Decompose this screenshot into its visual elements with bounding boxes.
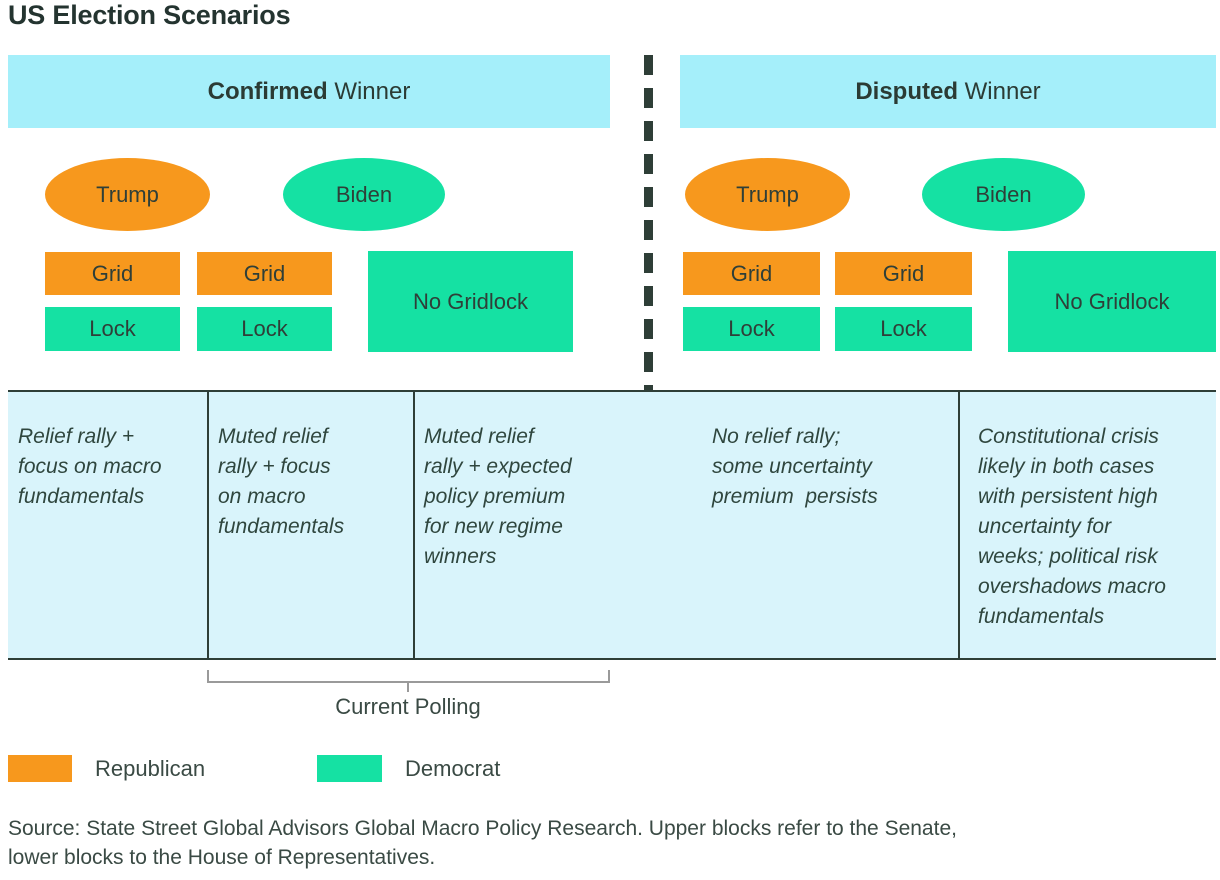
left-biden-grid-label: Grid	[243, 260, 286, 286]
confirmed-label-bold: Confirmed	[207, 77, 328, 105]
democrat-legend-label: Democrat	[405, 756, 501, 781]
right-biden-label: Biden	[975, 181, 1032, 207]
page-title: US Election Scenarios	[8, 0, 291, 30]
right-biden-grid-block: Grid	[835, 252, 972, 295]
left-biden-label: Biden	[335, 181, 393, 207]
right-trump-lock-block: Lock	[683, 307, 820, 351]
scenario-divider-dashed-line	[644, 55, 653, 660]
republican-color-swatch	[8, 755, 72, 782]
left-trump-label: Trump	[96, 181, 159, 207]
left-trump-ellipse: Trump	[45, 158, 210, 231]
left-no-gridlock-label: No Gridlock	[413, 288, 528, 314]
left-trump-grid-label: Grid	[91, 260, 134, 286]
left-biden-ellipse: Biden	[283, 158, 445, 231]
left-trump-lock-block: Lock	[45, 307, 180, 351]
disputed-label-rest: Winner	[957, 77, 1041, 105]
republican-legend-label: Republican	[95, 756, 206, 781]
table-divider-1	[207, 390, 209, 660]
left-biden-lock-label: Lock	[241, 316, 288, 341]
outcome-cell-no-relief-rally: No relief rally; some uncertainty premiu…	[712, 425, 878, 508]
right-no-gridlock-block: No Gridlock	[1008, 251, 1216, 352]
left-biden-lock-block: Lock	[197, 307, 332, 351]
right-biden-ellipse: Biden	[922, 158, 1085, 231]
right-no-gridlock-label: No Gridlock	[1054, 288, 1170, 314]
outcome-cell-relief-rally: Relief rally + focus on macro fundamenta…	[18, 425, 162, 508]
right-trump-ellipse: Trump	[685, 158, 850, 231]
right-biden-lock-label: Lock	[880, 316, 927, 341]
left-trump-grid-block: Grid	[45, 252, 180, 295]
outcome-cell-constitutional-crisis: Constitutional crisis likely in both cas…	[978, 425, 1166, 628]
left-trump-lock-label: Lock	[89, 316, 136, 341]
table-divider-2	[413, 390, 415, 660]
right-trump-lock-label: Lock	[728, 316, 775, 341]
confirmed-label-rest: Winner	[327, 77, 411, 105]
outcome-cell-muted-relief-gridlock: Muted relief rally + focus on macro fund…	[218, 425, 345, 538]
right-biden-lock-block: Lock	[835, 307, 972, 351]
disputed-winner-header: Disputed Winner	[680, 55, 1216, 128]
current-polling-label: Current Polling	[335, 694, 481, 719]
right-trump-label: Trump	[736, 181, 799, 207]
right-trump-grid-label: Grid	[730, 260, 773, 286]
democrat-color-swatch	[317, 755, 382, 782]
left-biden-grid-block: Grid	[197, 252, 332, 295]
right-biden-grid-label: Grid	[882, 260, 925, 286]
current-polling-bracket-tick	[407, 683, 409, 692]
table-divider-3	[958, 390, 960, 660]
right-trump-grid-block: Grid	[683, 252, 820, 295]
left-no-gridlock-block: No Gridlock	[368, 251, 573, 352]
source-note: Source: State Street Global Advisors Glo…	[8, 817, 957, 869]
outcome-cell-muted-relief-premium: Muted relief rally + expected policy pre…	[424, 425, 572, 568]
disputed-label-bold: Disputed	[855, 77, 958, 105]
outcome-table	[8, 390, 1216, 660]
confirmed-winner-header: Confirmed Winner	[8, 55, 610, 128]
current-polling-bracket	[207, 670, 610, 683]
